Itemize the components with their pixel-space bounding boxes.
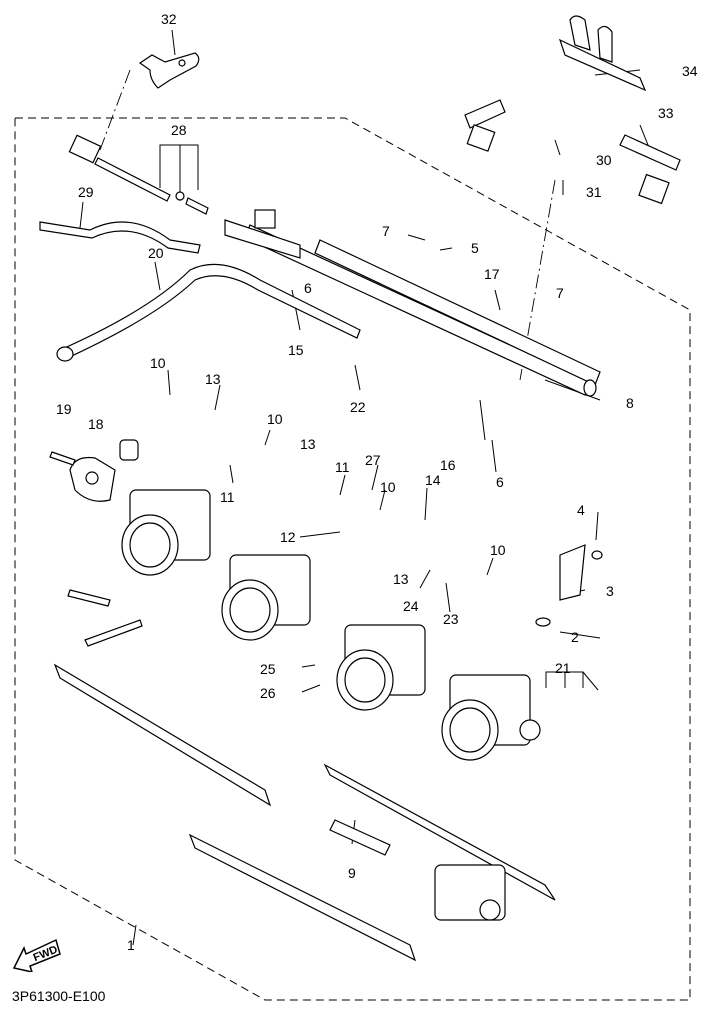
hose-20 [56,263,361,362]
callout-22: 22 [350,399,366,415]
figure-code: 3P61300-E100 [12,988,106,1004]
throttle-body-4 [441,674,541,761]
callout-31: 31 [586,184,602,200]
callout-7b: 7 [556,285,564,301]
callout-19: 19 [56,401,72,417]
callout-28: 28 [171,122,187,138]
callout-10a: 10 [150,355,166,371]
callout-10c: 10 [380,479,396,495]
callout-32: 32 [161,11,177,27]
callout-11b: 11 [335,459,350,475]
callout-33: 33 [658,105,674,121]
callout-5: 5 [471,240,479,256]
callout-27: 27 [365,452,381,468]
callout-1: 1 [127,937,135,953]
callout-6a: 6 [304,280,312,296]
callout-29: 29 [78,184,94,200]
callout-11a: 11 [220,489,235,505]
callout-6b: 6 [496,474,504,490]
callout-12: 12 [280,529,296,545]
assembly-boundary [14,117,691,1001]
callout-21: 21 [555,660,571,676]
fuel-rail [244,224,601,397]
callout-25: 25 [260,661,276,677]
fwd-label: FWD [32,944,60,965]
callout-16: 16 [440,457,456,473]
throttle-body-1 [121,489,211,576]
callout-18: 18 [88,416,104,432]
callout-10d: 10 [490,542,506,558]
callout-13b: 13 [300,436,316,452]
leader-lines [79,29,651,946]
hose-clamp-34 [464,15,647,152]
callout-20: 20 [148,245,164,261]
spring-9 [329,819,391,856]
callout-7a: 7 [382,223,390,239]
callout-24: 24 [403,598,419,614]
throttle-body-2 [221,554,311,641]
callout-15: 15 [288,342,304,358]
callout-3: 3 [606,583,614,599]
linkage-rail-lower [188,833,417,962]
callout-10b: 10 [267,411,283,427]
throttle-body-3 [336,624,426,711]
fuel-injector-3 [535,544,603,627]
lower-bracket-rail [53,589,272,807]
callout-2: 2 [571,629,579,645]
throttle-cable-adjuster [68,134,301,259]
callout-34: 34 [682,63,698,79]
callout-9: 9 [348,865,356,881]
callout-30: 30 [596,152,612,168]
callout-13a: 13 [205,371,221,387]
forward-direction-icon: FWD [12,938,61,972]
callout-13c: 13 [393,571,409,587]
callout-14: 14 [425,472,441,488]
bracket-32 [138,52,200,89]
idle-adjuster-assembly [434,864,506,921]
callout-4: 4 [577,502,585,518]
hose-29 [39,221,201,254]
throttle-position-sensor-18 [49,439,139,502]
callout-26: 26 [260,685,276,701]
fuel-hose-33 [619,134,681,205]
callout-17: 17 [484,266,500,282]
callout-23: 23 [443,611,459,627]
callout-8: 8 [626,395,634,411]
